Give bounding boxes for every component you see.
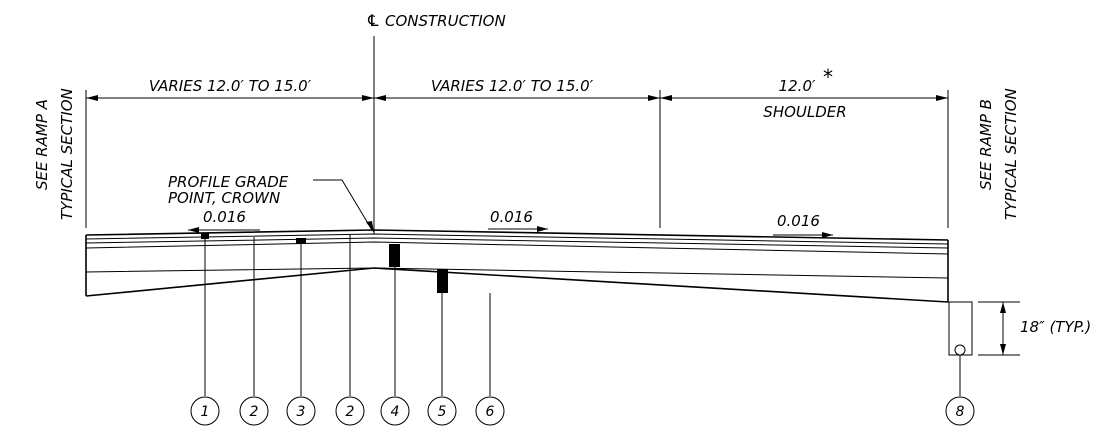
pavement-bottom — [85, 267, 949, 303]
note-left-line1: SEE RAMP A — [33, 99, 51, 190]
dim-middle-width: VARIES 12.0′ TO 15.0′ — [431, 77, 594, 95]
joint-marker-1 — [201, 233, 209, 239]
slope-left-value: 0.016 — [203, 208, 246, 226]
callout-2b: 2 — [335, 396, 365, 426]
callout-4: 4 — [380, 396, 410, 426]
slope-right-value: 0.016 — [777, 212, 820, 230]
callout-4-number: 4 — [391, 404, 400, 420]
joint-marker-4 — [389, 244, 400, 267]
profile-grade-line1: PROFILE GRADE — [168, 173, 289, 191]
shoulder-label: SHOULDER — [763, 103, 846, 121]
profile-grade-line2: POINT, CROWN — [168, 189, 280, 207]
slope-middle-value: 0.016 — [490, 208, 533, 226]
joint-marker-5 — [437, 269, 448, 293]
joint-marker-3 — [296, 238, 306, 244]
callout-5-number: 5 — [438, 404, 447, 420]
dim-arrow-3 — [374, 95, 386, 101]
dim-arrow-6 — [936, 95, 948, 101]
edge-drain-box — [948, 301, 973, 356]
edge-drain-pipe — [954, 344, 966, 356]
height-arrow-bottom — [1000, 344, 1006, 355]
height-arrow-top — [1000, 302, 1006, 313]
callout-1: 1 — [190, 396, 220, 426]
callout-6: 6 — [475, 396, 505, 426]
shoulder-asterisk: * — [823, 65, 833, 89]
slope-left-arrowhead — [188, 227, 199, 233]
pavement-surface-2 — [85, 233, 949, 245]
dim-arrow-4 — [648, 95, 660, 101]
curb-height-label: 18″ (TYP.) — [1020, 318, 1091, 336]
dim-left-width: VARIES 12.0′ TO 15.0′ — [149, 77, 312, 95]
dim-arrow-1 — [86, 95, 98, 101]
callout-2a: 2 — [239, 396, 269, 426]
profile-grade-arrowhead — [366, 221, 374, 233]
dim-arrow-2 — [362, 95, 374, 101]
note-right-line1: SEE RAMP B — [977, 99, 995, 190]
callout-6-number: 6 — [486, 404, 495, 420]
callout-5: 5 — [427, 396, 457, 426]
centerline-label: CONSTRUCTION — [385, 12, 506, 30]
dim-arrow-5 — [660, 95, 672, 101]
callout-8-number: 8 — [956, 404, 965, 420]
slope-middle-arrowhead — [537, 226, 548, 232]
slope-right-arrowhead — [822, 232, 833, 238]
note-right-line2: TYPICAL SECTION — [1002, 88, 1020, 220]
callout-8: 8 — [945, 396, 975, 426]
pavement-surface-3 — [85, 237, 949, 249]
callout-3-number: 3 — [297, 404, 306, 420]
note-left-line2: TYPICAL SECTION — [58, 88, 76, 220]
dim-shoulder-width: 12.0′ — [779, 77, 816, 95]
pavement-layer-4 — [85, 241, 949, 255]
callout-1-number: 1 — [201, 404, 210, 420]
centerline-symbol: ℄ — [366, 11, 380, 30]
pavement-surface-top — [85, 229, 949, 241]
callout-2a-number: 2 — [250, 404, 259, 420]
callout-2b-number: 2 — [346, 404, 355, 420]
profile-grade-leader — [313, 179, 373, 231]
callout-3: 3 — [286, 396, 316, 426]
